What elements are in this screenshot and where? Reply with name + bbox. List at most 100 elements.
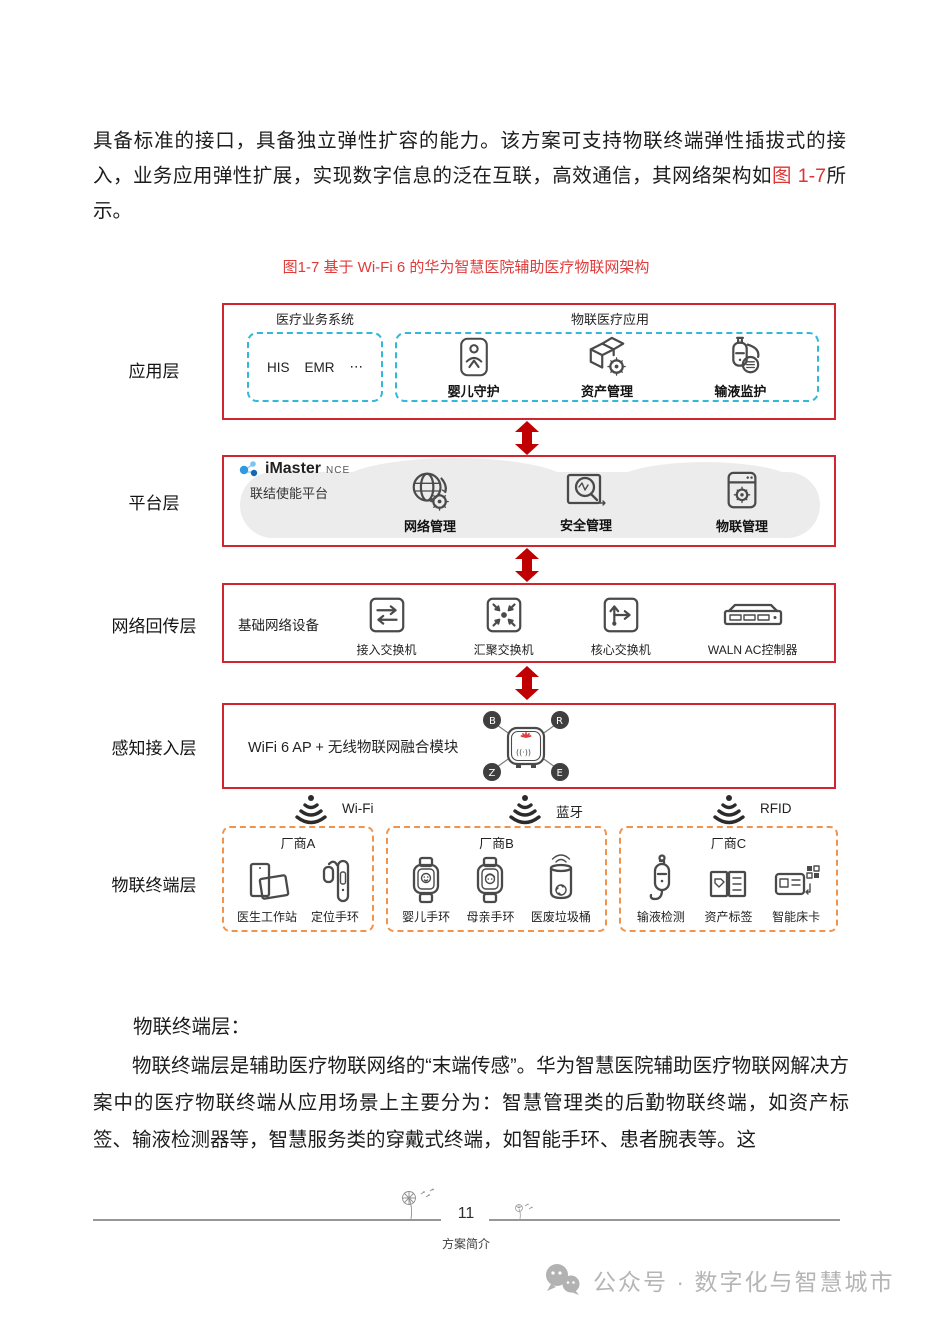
imaster-logo-icon <box>239 461 258 477</box>
body-paragraph: 物联终端层是辅助医疗物联网络的“末端传感”。华为智慧医院辅助医疗物联网解决方案中… <box>93 1055 849 1151</box>
watermark: 公众号 · 数字化与智慧城市 <box>543 1262 894 1298</box>
system-emr: EMR <box>304 359 335 375</box>
terminal-label: 医生工作站 <box>236 910 297 924</box>
vendor-name: 厂商C <box>710 836 747 851</box>
layer-label-application: 应用层 <box>128 362 180 381</box>
intro-text-post: 所示。 <box>93 165 846 222</box>
wifi6-ap-label: WiFi 6 AP + 无线物联网融合模块 <box>248 740 459 756</box>
svg-text:((·)): ((·)) <box>516 748 531 757</box>
vendor-name: 厂商B <box>479 836 514 851</box>
platform-item-iot-management: 物联管理 <box>716 469 768 535</box>
cloud-bump <box>610 462 800 510</box>
vendor-a-box: 厂商A 医生工作站 定位手环 <box>222 826 374 932</box>
core-switch-icon <box>603 597 639 633</box>
basic-network-device-label: 基础网络设备 <box>238 618 319 633</box>
wifi6-ap-device-icon: ((·)) B R Z E <box>483 711 569 781</box>
network-item-label: 汇聚交换机 <box>473 643 534 657</box>
terminal-smart-bed-card: 智能床卡 <box>772 852 820 925</box>
imaster-nce-brand: iMaster NCE <box>238 459 350 479</box>
watermark-text: 公众号 · 数字化与智慧城市 <box>593 1269 895 1295</box>
terminal-baby-band: 婴儿手环 <box>402 852 450 925</box>
brand-name: iMaster <box>265 460 322 477</box>
locator-band-icon <box>322 859 350 903</box>
access-switch-icon <box>369 597 404 633</box>
mother-band-icon <box>477 856 504 904</box>
terminal-label: 智能床卡 <box>772 910 821 924</box>
vendor-items: 婴儿手环 母亲手环 <box>388 852 605 932</box>
business-system-title: 医疗业务系统 <box>275 312 354 327</box>
wifi-signal-icon <box>713 795 745 825</box>
layer-label-network-backhaul: 网络回传层 <box>111 617 197 636</box>
layer-connector-arrow <box>515 666 539 700</box>
security-management-icon <box>566 473 606 506</box>
smart-bed-card-icon <box>774 865 820 896</box>
dandelion-decoration-icon <box>402 1188 434 1220</box>
footer-rule-right <box>489 1219 840 1221</box>
terminal-label: 输液检测 <box>636 910 685 924</box>
body-heading: 物联终端层： <box>133 1016 251 1038</box>
terminal-locator-band: 定位手环 <box>311 852 359 925</box>
svg-text:B: B <box>489 716 496 727</box>
network-item-label: 接入交换机 <box>356 643 417 657</box>
terminal-label: 母亲手环 <box>466 910 515 924</box>
terminal-medical-waste-bin: 医废垃圾桶 <box>531 852 591 925</box>
platform-item-label: 安全管理 <box>559 518 612 533</box>
baby-band-icon <box>413 856 440 904</box>
vendor-items: 医生工作站 定位手环 <box>224 852 372 932</box>
infusion-monitor-icon <box>732 336 760 374</box>
wlan-ac-icon <box>723 603 782 626</box>
network-item-access-switch: 接入交换机 <box>357 592 417 658</box>
terminal-label: 资产标签 <box>704 910 753 924</box>
network-item-core-switch: 核心交换机 <box>591 592 651 658</box>
layer-label-platform: 平台层 <box>128 494 180 513</box>
figure-reference-link[interactable]: 图 1-7 <box>771 165 826 187</box>
vendor-name: 厂商A <box>280 836 316 851</box>
terminal-asset-tag: 资产标签 <box>704 852 752 925</box>
system-more: ⋯ <box>349 359 364 374</box>
asset-tag-icon <box>710 870 747 898</box>
vendor-items: 输液检测 资产标签 <box>621 852 836 932</box>
business-system-box: HIS EMR ⋯ <box>247 332 383 402</box>
app-item-asset-management: 资产管理 <box>581 336 633 400</box>
network-items: 接入交换机 汇聚交换机 核心交换机 <box>328 588 826 658</box>
terminal-label: 医废垃圾桶 <box>530 910 591 924</box>
app-item-label: 资产管理 <box>580 384 633 399</box>
network-item-aggregation-switch: 汇聚交换机 <box>474 592 534 658</box>
intro-text-pre: 具备标准的接口，具备独立弹性扩容的能力。该方案可支持物联终端弹性插拔式的接入，业… <box>93 130 846 187</box>
doctor-workstation-icon <box>249 862 290 900</box>
wireless-label-wifi: Wi-Fi <box>342 801 374 816</box>
iot-application-title: 物联医疗应用 <box>570 312 649 327</box>
wifi-signal-icon <box>295 795 327 825</box>
footer-section-name: 方案简介 <box>441 1237 490 1251</box>
svg-text:E: E <box>557 768 563 779</box>
terminal-infusion-detect: 输液检测 <box>637 852 685 925</box>
brand-suffix: NCE <box>326 465 351 476</box>
network-item-label: WALN AC控制器 <box>707 643 798 657</box>
terminal-label: 婴儿手环 <box>402 910 451 924</box>
app-item-label: 输液监护 <box>714 384 767 399</box>
dandelion-decoration-small-icon <box>515 1203 533 1220</box>
layer-connector-arrow <box>515 548 539 582</box>
platform-item-label: 网络管理 <box>403 519 456 534</box>
cloud-bump <box>340 458 570 510</box>
network-management-icon <box>412 472 449 511</box>
svg-text:Z: Z <box>489 768 496 779</box>
iot-management-icon <box>727 471 757 509</box>
platform-item-network-management: 网络管理 <box>404 469 456 535</box>
layer-label-iot-terminal: 物联终端层 <box>111 876 197 895</box>
brand-subtitle: 联结使能平台 <box>250 486 329 501</box>
aggregation-switch-icon <box>486 597 521 633</box>
terminal-label: 定位手环 <box>310 910 359 924</box>
page-number: 11 <box>457 1205 475 1222</box>
figure-caption: 图1-7 基于 Wi-Fi 6 的华为智慧医院辅助医疗物联网架构 <box>282 259 650 276</box>
layer-connector-arrow <box>515 421 539 455</box>
platform-item-label: 物联管理 <box>715 519 768 534</box>
iot-application-box: 婴儿守护 资产管理 输液监护 <box>395 332 819 402</box>
app-item-baby-guard: 婴儿守护 <box>448 336 500 400</box>
wireless-label-rfid: RFID <box>760 801 792 816</box>
footer-rule-left <box>93 1219 441 1221</box>
medical-waste-bin-icon <box>549 854 572 900</box>
baby-guard-icon <box>459 337 488 377</box>
system-his: HIS <box>266 359 290 375</box>
